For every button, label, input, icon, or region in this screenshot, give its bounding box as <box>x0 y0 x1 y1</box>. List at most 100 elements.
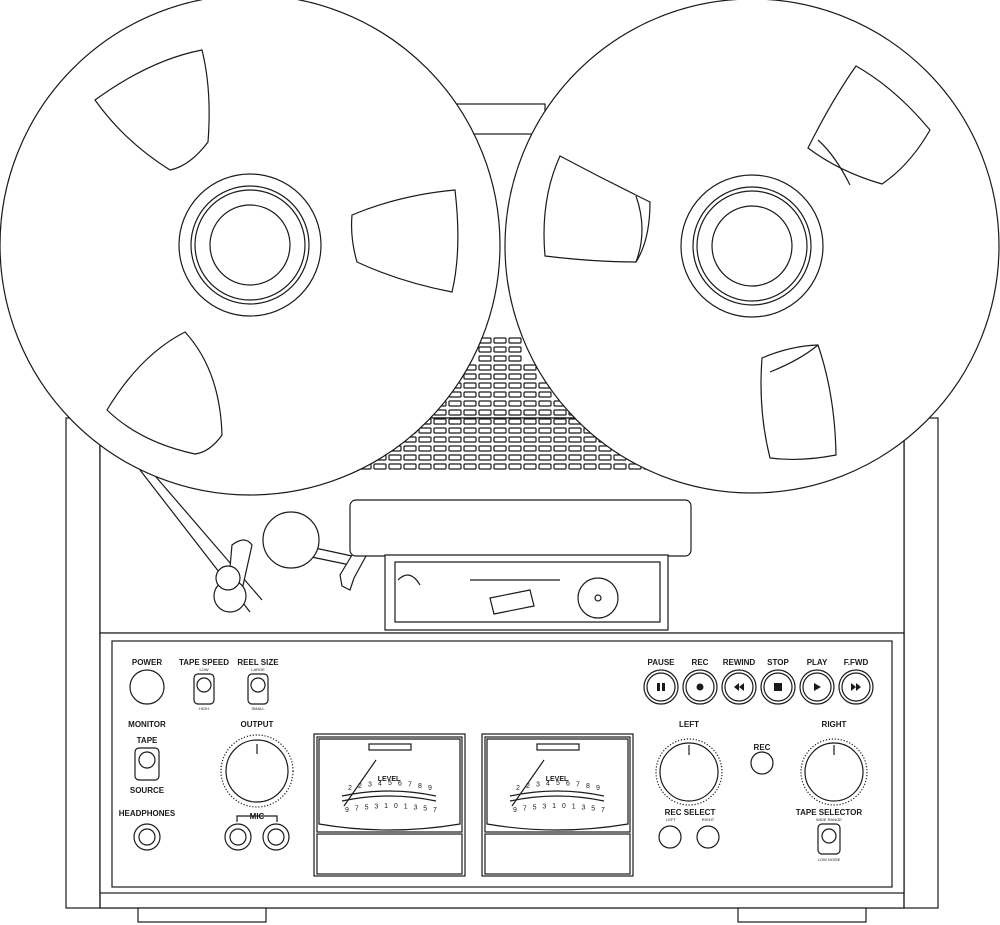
headphones-label: HEADPHONES <box>119 809 176 818</box>
vu-scale-lower-tick: 7 <box>523 806 527 813</box>
right-level-knob[interactable] <box>800 738 868 806</box>
mic-bracket <box>236 815 278 822</box>
transport-label-2: REWIND <box>723 658 756 667</box>
output-label: OUTPUT <box>241 720 274 729</box>
head-cover[interactable] <box>349 499 692 631</box>
right-level-label: RIGHT <box>822 720 847 729</box>
rec-select-label: REC SELECT <box>665 808 716 817</box>
vu-scale-upper-tick: 9 <box>428 785 432 792</box>
vu-scale-lower-tick: 0 <box>562 803 566 810</box>
monitor-switch[interactable] <box>134 747 160 781</box>
rewind-button[interactable] <box>721 669 757 705</box>
rec-select-right-button[interactable] <box>696 825 720 849</box>
vu-scale-lower-tick: 1 <box>404 804 408 811</box>
monitor-label: MONITOR <box>128 720 166 729</box>
tape-selector-switch[interactable] <box>817 823 841 855</box>
left-level-label: LEFT <box>679 720 699 729</box>
reel-size-label: REEL SIZE <box>237 658 279 667</box>
rec-select-left-label: LEFT <box>666 817 676 822</box>
vu-scale-lower-tick: 1 <box>552 803 556 810</box>
mic-jack-right[interactable] <box>262 823 290 851</box>
record-icon <box>696 683 704 691</box>
vu-scale-lower-tick: 5 <box>591 806 595 813</box>
tape-speed-switch[interactable] <box>193 673 215 705</box>
vu-scale-upper-tick: 5 <box>388 780 392 787</box>
reel-size-small-label: SMALL <box>251 706 265 711</box>
monitor-source-label: SOURCE <box>130 786 165 795</box>
vu-scale-upper-tick: 8 <box>418 783 422 790</box>
record-button[interactable] <box>682 669 718 705</box>
transport-label-5: F.FWD <box>844 658 869 667</box>
left-reel[interactable] <box>0 0 501 496</box>
vu-scale-lower-tick: 3 <box>542 804 546 811</box>
reel-size-switch[interactable] <box>247 673 269 705</box>
rec-mode-button[interactable] <box>750 751 774 775</box>
mic-jack-left[interactable] <box>224 823 252 851</box>
play-icon <box>814 683 821 691</box>
monitor-tape-label: TAPE <box>137 736 158 745</box>
cabinet-foot-right <box>737 907 867 923</box>
vu-scale-lower-tick: 3 <box>413 804 417 811</box>
fast-forward-icon <box>851 683 861 691</box>
vu-scale-upper-tick: 4 <box>378 780 382 787</box>
vu-scale-upper-tick: 8 <box>586 783 590 790</box>
tape-speed-low-label: LOW <box>199 667 208 672</box>
transport-buttons: PAUSE REC REWIND STOP PLAY F.FWD <box>643 658 874 705</box>
vu-scale-upper-tick: 3 <box>368 781 372 788</box>
reel-size-large-label: LARGE <box>251 667 265 672</box>
vu-scale-upper-tick: 6 <box>398 780 402 787</box>
transport-label-4: PLAY <box>807 658 828 667</box>
vu-scale-lower-tick: 1 <box>572 804 576 811</box>
play-button[interactable] <box>799 669 835 705</box>
rec-select-right-label: RIGHT <box>702 817 715 822</box>
tape-speed-label: TAPE SPEED <box>179 658 229 667</box>
cabinet-foot-left <box>137 907 267 923</box>
power-label: POWER <box>132 658 162 667</box>
vu-scale-lower-tick: 7 <box>601 807 605 814</box>
vu-scale-lower-tick: 5 <box>423 806 427 813</box>
vu-scale-upper-tick: 3 <box>536 781 540 788</box>
fast-forward-button[interactable] <box>838 669 874 705</box>
pause-button[interactable] <box>643 669 679 705</box>
rec-button-label: REC <box>754 743 771 752</box>
headphones-jack[interactable] <box>133 823 161 851</box>
vu-scale-lower-tick: 5 <box>365 804 369 811</box>
vu-scale-upper-tick: 5 <box>556 780 560 787</box>
transport-label-3: STOP <box>767 658 789 667</box>
vu-scale-lower-tick: 0 <box>394 803 398 810</box>
capstan-pinch-roller[interactable] <box>577 577 619 619</box>
rec-select-left-button[interactable] <box>658 825 682 849</box>
power-button[interactable] <box>129 669 165 705</box>
left-level-knob[interactable] <box>655 738 723 806</box>
vu-scale-lower-tick: 9 <box>345 807 349 814</box>
tape-selector-wide-range-label: WIDE RANGE <box>816 817 842 822</box>
pause-icon <box>657 683 665 691</box>
output-knob[interactable] <box>220 734 294 808</box>
vu-scale-upper-tick: 9 <box>596 785 600 792</box>
vu-scale-lower-tick: 7 <box>355 806 359 813</box>
vu-scale-upper-tick: 2 <box>516 785 520 792</box>
right-reel[interactable] <box>504 0 1000 494</box>
vu-meter-left-title: LEVEL <box>378 776 401 783</box>
rewind-icon <box>734 683 744 691</box>
vu-scale-upper-tick: 4 <box>546 780 550 787</box>
stop-button[interactable] <box>760 669 796 705</box>
tape-selector-label: TAPE SELECTOR <box>796 808 863 817</box>
vu-scale-upper-tick: 7 <box>408 781 412 788</box>
transport-label-0: PAUSE <box>648 658 676 667</box>
stop-icon <box>774 683 782 691</box>
vu-scale-upper-tick: 6 <box>566 780 570 787</box>
vu-scale-lower-tick: 9 <box>513 807 517 814</box>
vu-scale-upper-tick: 2 <box>348 785 352 792</box>
vu-scale-upper-tick: 2 <box>358 783 362 790</box>
mic-label: MIC <box>250 812 265 821</box>
vu-scale-upper-tick: 7 <box>576 781 580 788</box>
tension-arm[interactable] <box>213 511 320 613</box>
vu-scale-lower-tick: 3 <box>374 804 378 811</box>
transport-label-1: REC <box>692 658 709 667</box>
tape-selector-low-noise-label: LOW NOISE <box>818 857 841 862</box>
